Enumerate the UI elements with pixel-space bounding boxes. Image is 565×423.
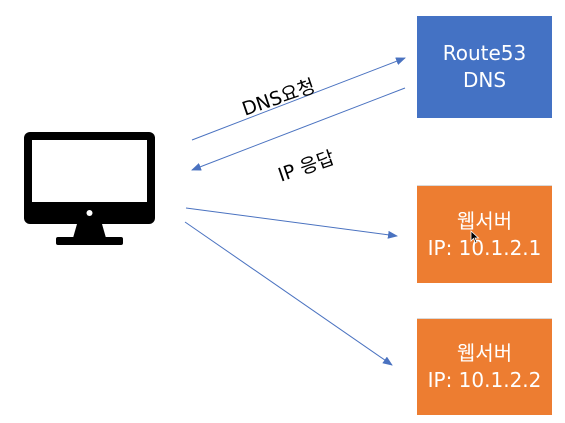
- web-server-1-title: 웹서버: [456, 208, 513, 233]
- web-server-2-ip: IP: 10.1.2.2: [427, 368, 542, 392]
- route53-subtitle: DNS: [462, 68, 507, 92]
- mouse-cursor-icon: [470, 229, 480, 248]
- web1-request-arrow: [185, 207, 398, 239]
- web-server-2-title: 웹서버: [456, 341, 513, 365]
- web-server-2-box: 웹서버 IP: 10.1.2.2: [417, 318, 552, 415]
- web2-request-arrow: [184, 221, 393, 366]
- route53-title: Route53: [442, 41, 527, 65]
- web-server-1-ip: IP: 10.1.2.1: [427, 235, 542, 260]
- web-server-1-box: 웹서버 IP: 10.1.2.1: [417, 185, 552, 283]
- dns-request-arrow: [191, 57, 406, 141]
- route53-dns-box: Route53 DNS: [417, 16, 552, 118]
- desktop-computer-icon: [22, 130, 157, 252]
- ip-response-arrow: [191, 87, 406, 171]
